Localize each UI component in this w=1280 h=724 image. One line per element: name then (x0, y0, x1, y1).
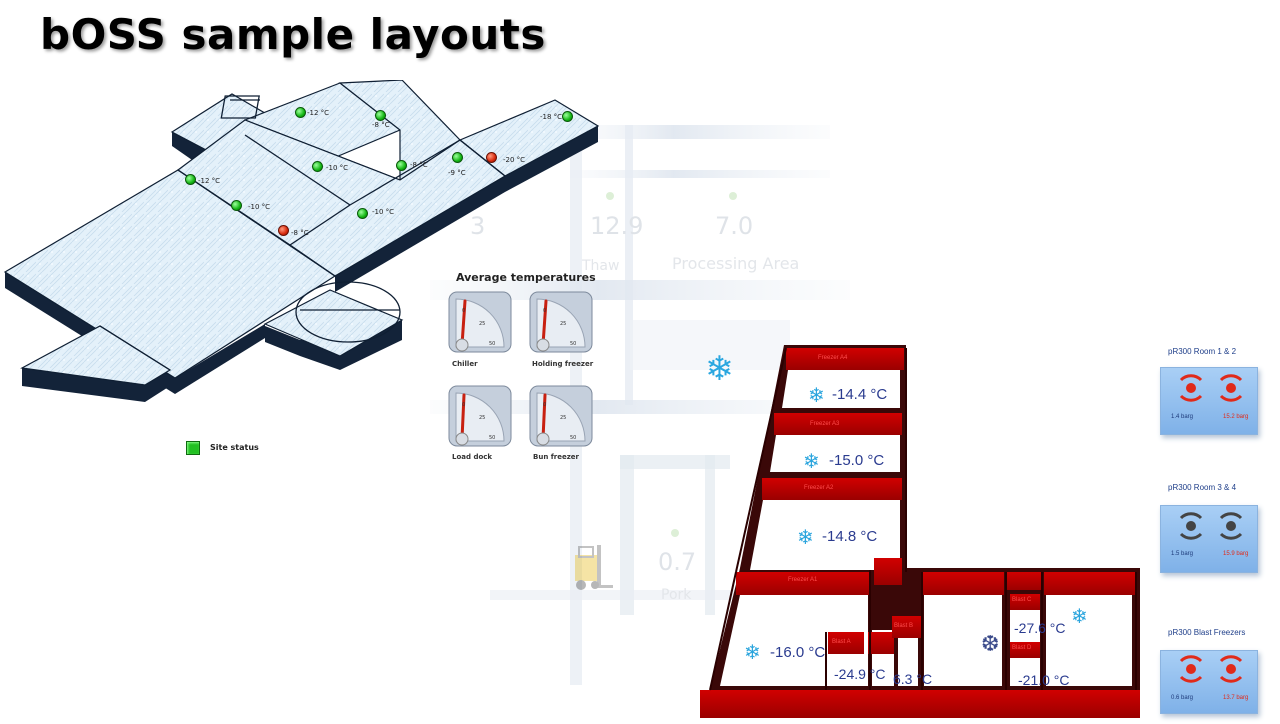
gauge-bun-scale-50: 50 (570, 435, 577, 441)
slide-title: bOSS sample layouts (40, 10, 546, 59)
gauge-bun-scale-25: 25 (560, 415, 567, 421)
gauge-holding-scale-0: 0 (543, 308, 547, 314)
room-name-a2: Freezer A2 (804, 485, 834, 491)
isometric-floor-plan (3, 80, 600, 402)
gauge-holding-freezer (529, 291, 593, 353)
sensor-dot-7-alarm[interactable] (486, 152, 497, 163)
room-a3-snowflake-icon: ❄ (803, 449, 820, 473)
room-a2-snowflake-icon: ❄ (797, 525, 814, 549)
pr300-2-right-value: 15.9 barg (1223, 551, 1249, 557)
gauge-holding-scale-25: 25 (560, 321, 567, 327)
site-status-indicator[interactable] (186, 441, 200, 455)
sensor-dot-1[interactable] (295, 107, 306, 118)
bg-value-2: 12.9 (590, 212, 644, 240)
sensor-label-2: -8 °C (372, 121, 390, 129)
sensor-label-1: -12 °C (307, 109, 330, 117)
gauge-chiller-scale-50: 50 (489, 341, 496, 347)
sensor-dot-5[interactable] (396, 160, 407, 171)
sensor-label-11: -8 °C (291, 229, 309, 237)
gauge-holding-label: Holding freezer (532, 360, 594, 368)
room-name-a1: Freezer A1 (788, 577, 818, 583)
gauges-title: Average temperatures (456, 271, 596, 284)
sensor-dot-2[interactable] (375, 110, 386, 121)
room-a3-temp: -15.0 °C (829, 452, 885, 469)
pr300-2-sensor-icons (1179, 512, 1243, 540)
bg-value-1: 3 (470, 212, 486, 240)
sensor-label-6: -9 °C (448, 169, 466, 177)
defrost-icon: ❆ (981, 632, 1000, 657)
snowflake-icon: ❄ (705, 349, 734, 389)
room-a4-snowflake-icon: ❄ (808, 383, 825, 407)
pr300-1-panel[interactable]: 1.4 barg 15.2 barg (1160, 367, 1258, 435)
gauge-load-dock (448, 385, 512, 447)
sensor-label-3: -18 °C (540, 113, 563, 121)
pr300-1-sensor-icons (1179, 374, 1243, 402)
pr300-3-panel[interactable]: 0.6 barg 13.7 barg (1160, 650, 1258, 714)
gauge-chiller-scale-0: 0 (462, 308, 466, 314)
room-name-blast-c: Blast C (1012, 597, 1032, 603)
sensor-label-10: -10 °C (372, 208, 395, 216)
pr300-2-left-value: 1.5 barg (1171, 551, 1194, 557)
room-blast-a-temp: -24.9 °C (834, 666, 886, 682)
pr300-3-sensor-icons (1179, 655, 1243, 683)
room-name-a3: Freezer A3 (810, 421, 840, 427)
sensor-label-5: -8 °C (410, 161, 428, 169)
room-a1-temp: -16.0 °C (770, 644, 826, 661)
gauge-bun-scale-0: 0 (543, 402, 547, 408)
pr300-3-right-value: 13.7 barg (1223, 695, 1249, 701)
gauge-holding-scale-50: 50 (570, 341, 577, 347)
sensor-label-4: -10 °C (326, 164, 349, 172)
pr300-2-title: pR300 Room 3 & 4 (1168, 483, 1237, 492)
gauge-chiller-scale-25: 25 (479, 321, 486, 327)
pr300-2-panel[interactable]: 1.5 barg 15.9 barg (1160, 505, 1258, 573)
bg-value-3: 7.0 (715, 212, 754, 240)
room-a4-temp: -14.4 °C (832, 386, 888, 403)
bg-label-thaw: Thaw (582, 258, 620, 274)
gauge-bun-label: Bun freezer (533, 453, 580, 461)
room-blast-b-temp: 6.3 °C (893, 671, 933, 687)
gauge-chiller-label: Chiller (452, 360, 478, 368)
gauge-load-scale-0: 0 (462, 402, 466, 408)
sensor-dot-10[interactable] (357, 208, 368, 219)
pr300-1-left-value: 1.4 barg (1171, 414, 1194, 420)
room-corner-snowflake-icon: ❄ (1071, 604, 1088, 628)
bg-value-4: 0.7 (658, 548, 697, 576)
sensor-dot-4[interactable] (312, 161, 323, 172)
pr300-1-right-value: 15.2 barg (1223, 414, 1249, 420)
room-a2-temp: -14.8 °C (822, 528, 878, 545)
sensor-label-9: -10 °C (248, 203, 271, 211)
sensor-label-7: -20 °C (503, 156, 526, 164)
sensor-dot-9[interactable] (231, 200, 242, 211)
room-name-blast-d: Blast D (1012, 645, 1032, 651)
gauge-load-scale-50: 50 (489, 435, 496, 441)
freezer-floor-plan (700, 345, 1140, 718)
gauge-load-dock-label: Load dock (452, 453, 493, 461)
pr300-1-title: pR300 Room 1 & 2 (1168, 347, 1237, 356)
bg-label-pork: Pork (661, 587, 692, 603)
sensor-label-8: -12 °C (198, 177, 221, 185)
sensor-dot-3[interactable] (562, 111, 573, 122)
site-status-label: Site status (210, 443, 259, 452)
pr300-3-title: pR300 Blast Freezers (1168, 628, 1246, 637)
room-a1-snowflake-icon: ❄ (744, 640, 761, 664)
bg-label-processing: Processing Area (672, 254, 800, 273)
room-blast-c-temp: -27.6 °C (1014, 620, 1066, 636)
room-blast-d-temp: -21.0 °C (1018, 672, 1070, 688)
gauge-bun-freezer (529, 385, 593, 447)
room-name-blast-b: Blast B (894, 623, 914, 629)
gauge-chiller (448, 291, 512, 353)
room-name-blast-a: Blast A (832, 639, 851, 645)
room-name-a4: Freezer A4 (818, 355, 848, 361)
gauge-load-scale-25: 25 (479, 415, 486, 421)
sensor-dot-8[interactable] (185, 174, 196, 185)
pr300-3-left-value: 0.6 barg (1171, 695, 1194, 701)
sensor-dot-11-alarm[interactable] (278, 225, 289, 236)
sensor-dot-6[interactable] (452, 152, 463, 163)
